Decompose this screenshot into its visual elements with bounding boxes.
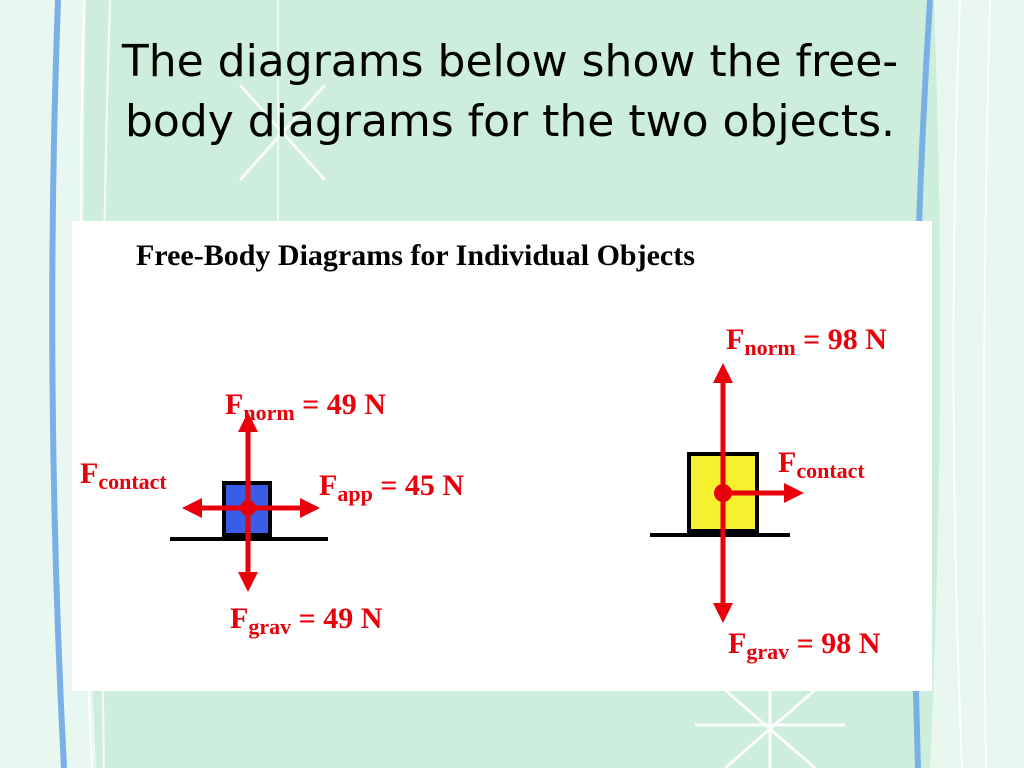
fgrav-label-right: Fgrav = 98 N: [728, 627, 881, 664]
fcontact-label-right: Fcontact: [778, 446, 865, 483]
fcontact-label-left: Fcontact: [80, 457, 167, 494]
slide-title: The diagrams below show the free- body d…: [80, 32, 940, 152]
sparkle-decoration: [238, 83, 327, 182]
fnorm-label-right: Fnorm = 98 N: [726, 323, 887, 360]
title-line-2: body diagrams for the two objects.: [125, 96, 895, 147]
left-free-body-diagram: Fnorm = 49 N Fcontact Fapp = 45 N Fgrav …: [80, 388, 464, 639]
center-dot-left: [240, 500, 256, 516]
center-dot-right: [714, 484, 732, 502]
fapp-label: Fapp = 45 N: [319, 469, 464, 506]
free-body-figure: Free-Body Diagrams for Individual Object…: [72, 221, 932, 691]
title-line-1: The diagrams below show the free-: [121, 36, 899, 87]
figure-canvas: Free-Body Diagrams for Individual Object…: [80, 239, 887, 664]
fgrav-label-left: Fgrav = 49 N: [230, 602, 383, 639]
sparkle-decoration-2: [695, 688, 845, 768]
figure-title: Free-Body Diagrams for Individual Object…: [136, 239, 695, 272]
right-free-body-diagram: Fnorm = 98 N Fcontact Fgrav = 98 N: [650, 323, 887, 664]
fnorm-label-left: Fnorm = 49 N: [225, 388, 386, 425]
